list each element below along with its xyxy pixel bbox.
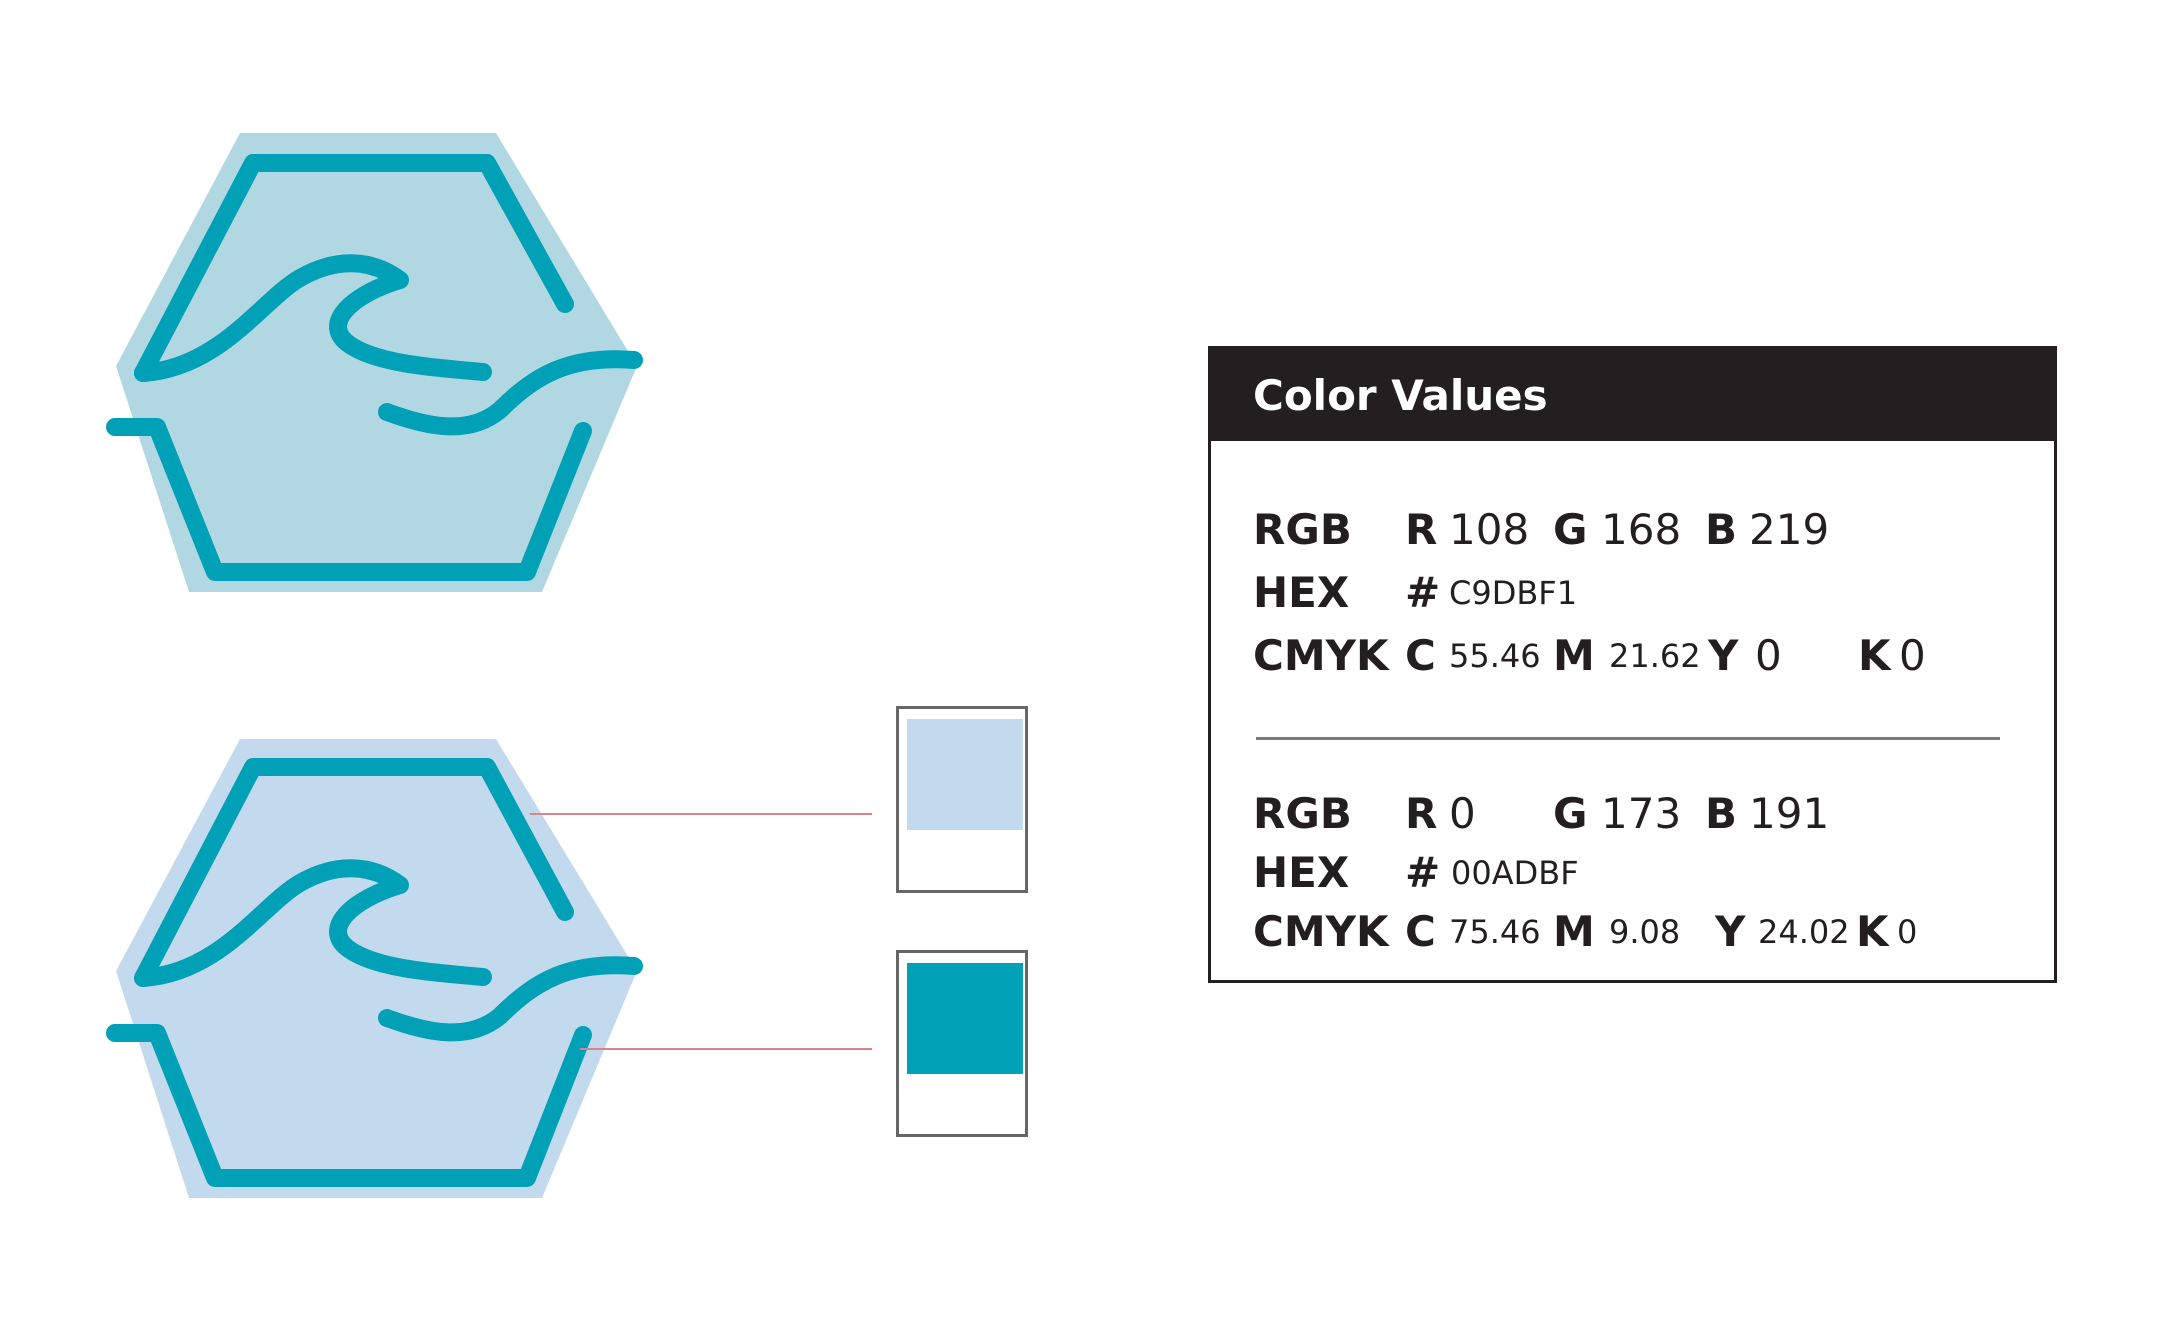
hex-label: HEX <box>1253 568 1350 617</box>
y-value: 24.02 <box>1758 913 1850 951</box>
logo-light-blue-variant <box>106 739 643 1198</box>
r-value: 0 <box>1449 789 1476 838</box>
y-value: 0 <box>1755 631 1782 680</box>
hex-value: 00ADBF <box>1451 854 1579 892</box>
y-key: Y <box>1708 631 1739 680</box>
color-values-panel: Color Values RGB R 108 G 168 B 219 HEX #… <box>1208 346 2057 983</box>
hash-key: # <box>1405 848 1441 897</box>
leader-line-light-blue <box>530 813 872 815</box>
g-value: 168 <box>1601 505 1682 554</box>
y-key: Y <box>1715 907 1746 956</box>
rgb-label: RGB <box>1253 505 1352 554</box>
panel-title: Color Values <box>1211 349 2054 441</box>
leader-line-teal <box>580 1048 872 1050</box>
r-key: R <box>1405 505 1438 554</box>
b-key: B <box>1705 789 1738 838</box>
c-key: C <box>1405 907 1436 956</box>
m-value: 21.62 <box>1609 637 1701 675</box>
g-key: G <box>1553 505 1588 554</box>
m-key: M <box>1553 907 1595 956</box>
b-value: 219 <box>1749 505 1830 554</box>
hex-value: C9DBF1 <box>1449 574 1578 612</box>
m-value: 9.08 <box>1609 913 1681 951</box>
m-key: M <box>1553 631 1595 680</box>
c-value: 75.46 <box>1449 913 1541 951</box>
hex-label: HEX <box>1253 848 1350 897</box>
swatch-light-blue <box>896 706 1028 893</box>
k-key: K <box>1858 631 1891 680</box>
r-value: 108 <box>1449 505 1530 554</box>
b-value: 191 <box>1749 789 1830 838</box>
r-key: R <box>1405 789 1438 838</box>
g-key: G <box>1553 789 1588 838</box>
color-chip-teal <box>907 963 1023 1074</box>
cmyk-label: CMYK <box>1253 631 1389 680</box>
c-key: C <box>1405 631 1436 680</box>
hash-key: # <box>1405 568 1441 617</box>
swatch-teal <box>896 950 1028 1137</box>
rgb-label: RGB <box>1253 789 1352 838</box>
k-value: 0 <box>1897 913 1918 951</box>
g-value: 173 <box>1601 789 1682 838</box>
cmyk-label: CMYK <box>1253 907 1389 956</box>
divider <box>1256 737 2000 740</box>
hexagon-wave-icon <box>106 758 643 1187</box>
hexagon-wave-icon <box>106 154 643 581</box>
color-chip-light-blue <box>907 719 1023 830</box>
logo-light-teal-variant <box>106 133 643 592</box>
k-value: 0 <box>1899 631 1926 680</box>
c-value: 55.46 <box>1449 637 1541 675</box>
b-key: B <box>1705 505 1738 554</box>
k-key: K <box>1856 907 1889 956</box>
